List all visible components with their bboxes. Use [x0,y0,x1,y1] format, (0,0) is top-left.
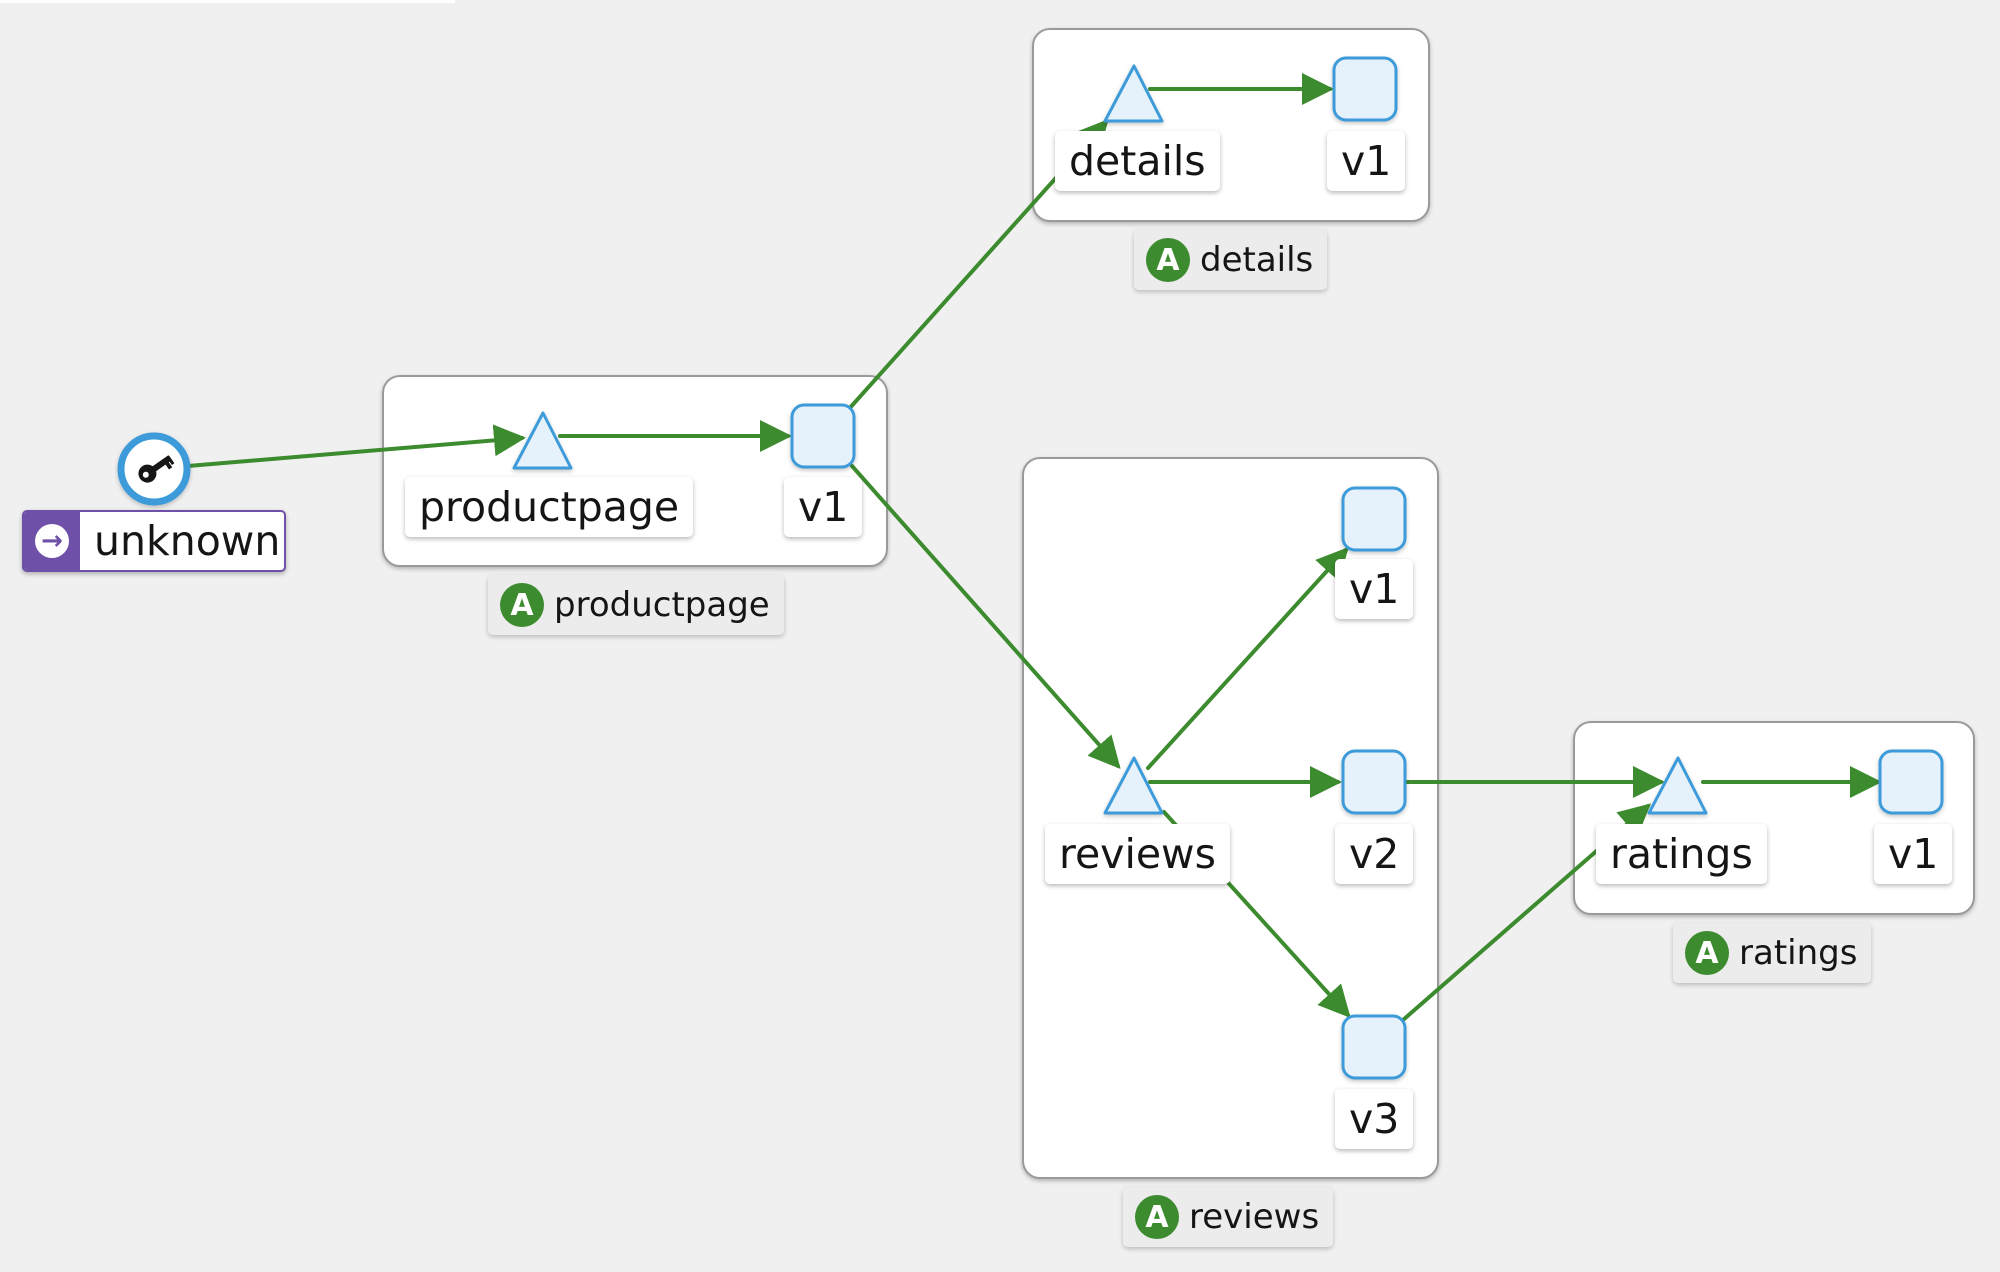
node-label-productpage-v1[interactable]: v1 [784,477,863,537]
arrow-right-icon: → [35,524,69,558]
service-node-ratings-triangle[interactable] [1647,756,1708,815]
workload-node-reviews-v3[interactable] [1341,1014,1407,1080]
workload-node-productpage-v1[interactable] [790,403,856,469]
app-label-productpage-text: productpage [554,585,770,625]
app-label-ratings-text: ratings [1739,933,1858,973]
app-label-ratings[interactable]: A ratings [1673,923,1872,983]
app-badge-ratings: A [1685,931,1729,975]
edge-reviews-to-reviews-v1[interactable] [1146,547,1349,770]
unknown-badge: → [24,512,80,570]
edge-unknown-to-productpage[interactable] [186,424,526,468]
node-label-ratings[interactable]: ratings [1596,824,1767,884]
workload-node-reviews-v2[interactable] [1341,749,1407,815]
node-label-productpage[interactable]: productpage [405,477,694,537]
node-label-reviews-v2[interactable]: v2 [1335,824,1414,884]
service-node-reviews-triangle[interactable] [1103,756,1164,815]
service-node-productpage-triangle[interactable] [512,411,573,470]
workload-node-reviews-v1[interactable] [1341,486,1407,552]
workload-node-ratings-v1[interactable] [1878,749,1944,815]
node-label-details[interactable]: details [1055,131,1220,191]
node-label-details-v1[interactable]: v1 [1327,131,1406,191]
app-label-reviews[interactable]: A reviews [1123,1187,1334,1247]
app-label-reviews-text: reviews [1189,1197,1320,1237]
edge-productpage-v1-to-reviews[interactable] [850,464,1121,769]
service-node-details-triangle[interactable] [1103,64,1164,123]
node-layer [117,56,1944,1080]
node-label-reviews-v1[interactable]: v1 [1335,559,1414,619]
unknown-label-text: unknown [94,517,281,565]
app-badge-productpage: A [500,583,544,627]
node-label-reviews[interactable]: reviews [1045,824,1230,884]
app-badge-details: A [1146,238,1190,282]
unknown-node[interactable] [117,432,191,506]
app-badge-reviews: A [1135,1195,1179,1239]
app-label-details-text: details [1200,240,1314,280]
node-label-ratings-v1[interactable]: v1 [1874,824,1953,884]
app-label-productpage[interactable]: A productpage [488,575,784,635]
key-icon [138,455,175,483]
workload-node-details-v1[interactable] [1332,56,1398,122]
top-edge-highlight [0,0,455,3]
app-label-details[interactable]: A details [1134,230,1328,290]
unknown-node-label[interactable]: → unknown [22,510,286,572]
node-label-reviews-v3[interactable]: v3 [1335,1089,1414,1149]
